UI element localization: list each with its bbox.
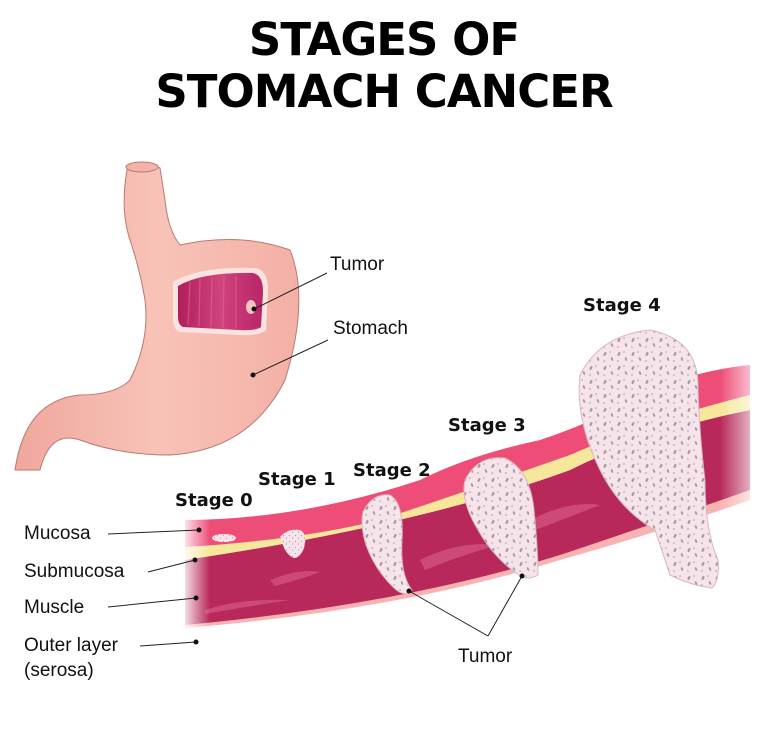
layer-leader-lines [107,527,202,647]
layer-label-muscle: Muscle [24,597,85,618]
tumors [212,329,719,594]
stomach-leader-lines [250,272,329,378]
layer-label-outer-layer: Outer layer [24,635,118,656]
stage-1-label: Stage 1 [258,469,336,490]
tumor-stage-0 [212,534,236,542]
stomach-tumor-label: Tumor [330,254,385,275]
stage-2-label: Stage 2 [353,460,431,481]
page-title-line-2: STOMACH CANCER [155,65,613,118]
layer-label-submucosa: Submucosa [24,561,125,582]
tumor-stage-3 [463,457,539,579]
stomach-label: Stomach [333,318,408,339]
tumor-stage-2 [361,494,413,594]
stage-0-label: Stage 0 [175,490,253,511]
page-title-line-1: STAGES OF [248,13,520,66]
stage-3-label: Stage 3 [448,415,526,436]
layer-label-mucosa: Mucosa [24,523,91,544]
tumor-stage-1 [280,529,306,558]
tumor-stage-4 [578,329,719,589]
stomach-drawing [14,161,300,471]
tumor-leader-lines [406,573,525,637]
layer-label-serosa: (serosa) [24,660,94,681]
stage-4-label: Stage 4 [583,295,661,316]
tumor-label: Tumor [458,646,513,667]
